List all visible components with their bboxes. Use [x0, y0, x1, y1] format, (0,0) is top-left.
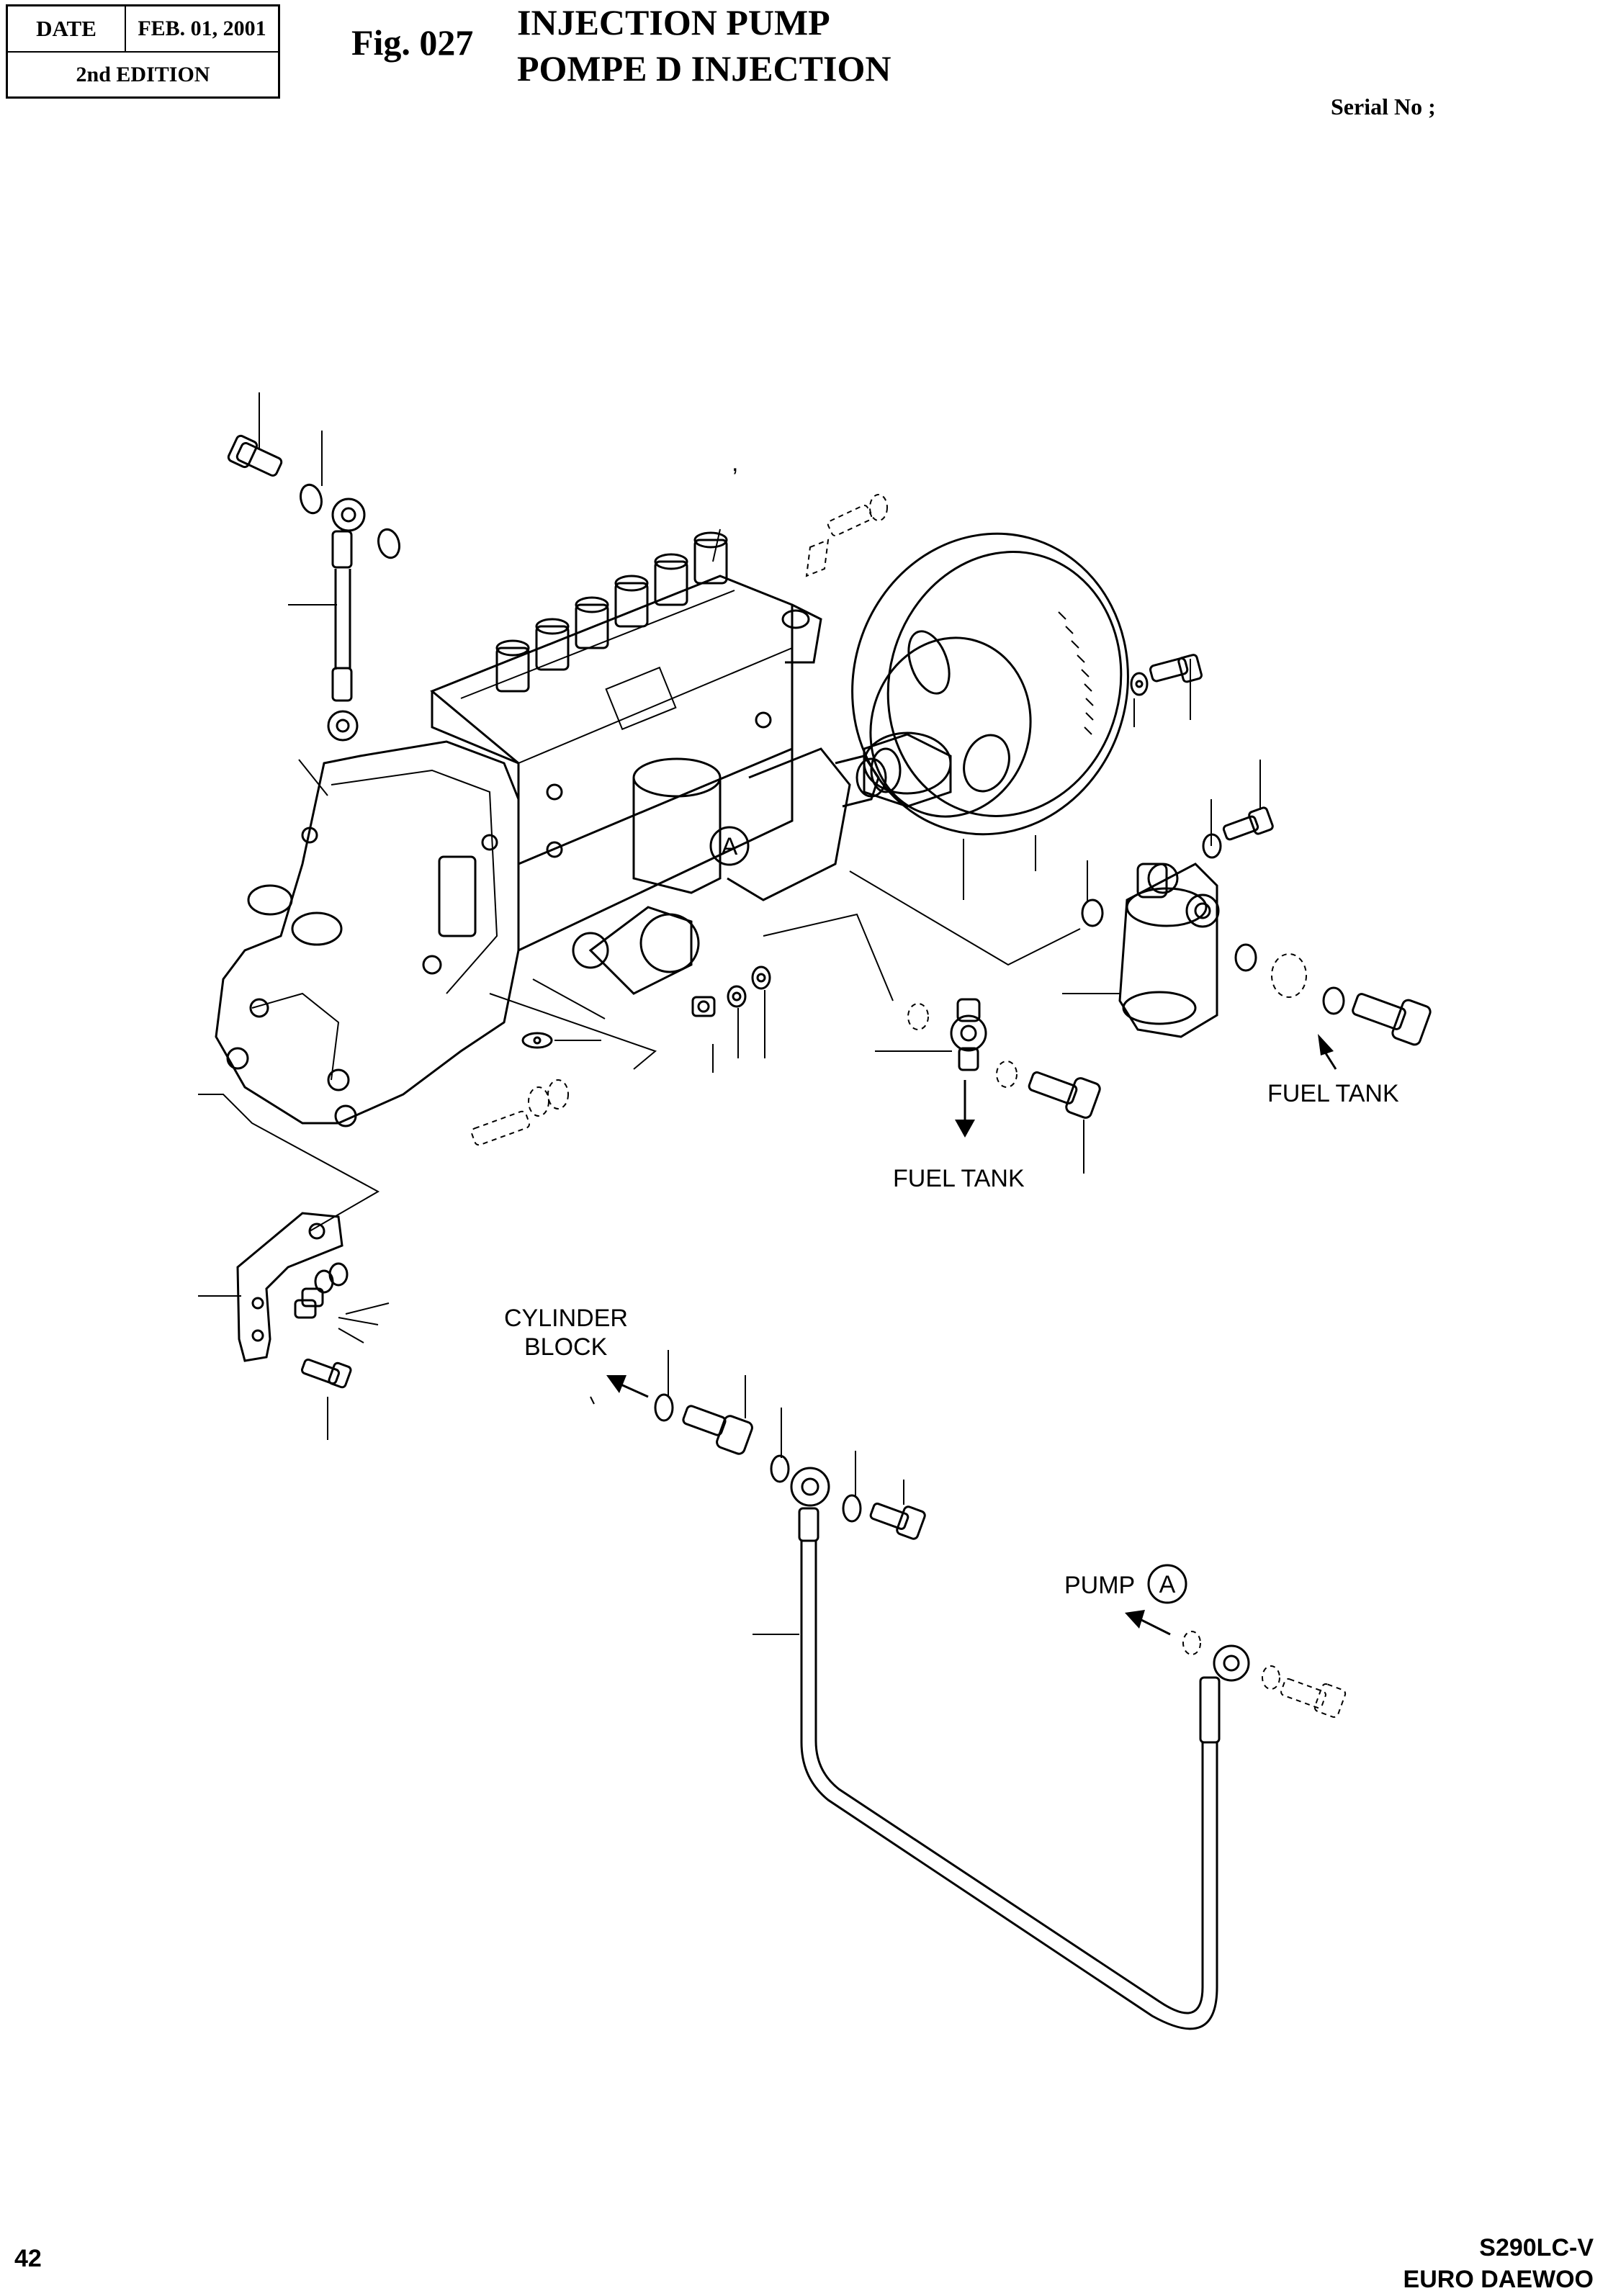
cylinder-block-label-line1: CYLINDER [504, 1305, 628, 1332]
page-title-english: INJECTION PUMP [517, 2, 830, 42]
pump-arrow [1125, 1610, 1171, 1636]
model-label: S290LC-V EURO DAEWOO [1403, 2232, 1594, 2295]
page-title-french: POMPE D INJECTION [517, 48, 891, 89]
gear-bolt [1130, 654, 1203, 696]
model-name: S290LC-V [1479, 2234, 1594, 2261]
date-value: FEB. 01, 2001 [138, 17, 266, 40]
page-number: 42 [14, 2245, 42, 2272]
serial-number-label: Serial No ; [1331, 94, 1436, 120]
injection-pump-body [215, 531, 887, 1127]
drive-gear [851, 532, 1129, 836]
svg-text:A: A [722, 833, 738, 860]
center-banjo-fitting [907, 998, 1101, 1138]
date-edition-box: DATE FEB. 01, 2001 2nd EDITION [6, 4, 280, 99]
manufacturer-name: EURO DAEWOO [1403, 2266, 1594, 2293]
leader-lines [198, 392, 1261, 1635]
fuel-filter-assembly [1081, 806, 1432, 1046]
fuel-tank-label-right: FUEL TANK [1267, 1080, 1399, 1107]
pump-bracket [236, 1212, 352, 1389]
date-row: DATE FEB. 01, 2001 [8, 6, 278, 53]
date-label: DATE [8, 6, 126, 51]
edition-label: 2nd EDITION [76, 63, 210, 86]
svg-text:A: A [1159, 1571, 1176, 1598]
tick-mark: , [732, 449, 738, 477]
dashed-bolt-top [805, 494, 888, 577]
fuel-return-line-top [227, 434, 400, 742]
figure-number: Fig. 027 [351, 22, 474, 63]
pump-mounting-nuts [521, 965, 771, 1049]
ref-a-pump-body: A [709, 826, 750, 866]
fuel-tank-arrow-right [1318, 1034, 1337, 1070]
ref-a-pump-callout: A [1147, 1564, 1187, 1604]
pump-label: PUMP [1064, 1572, 1135, 1599]
cylinder-block-arrow [606, 1375, 649, 1398]
fuel-tank-label-center: FUEL TANK [893, 1165, 1025, 1192]
cylinder-block-label-line2: BLOCK [524, 1333, 608, 1361]
dashed-stud-bottom [470, 1079, 569, 1146]
lower-feed-line [654, 1393, 1347, 2030]
